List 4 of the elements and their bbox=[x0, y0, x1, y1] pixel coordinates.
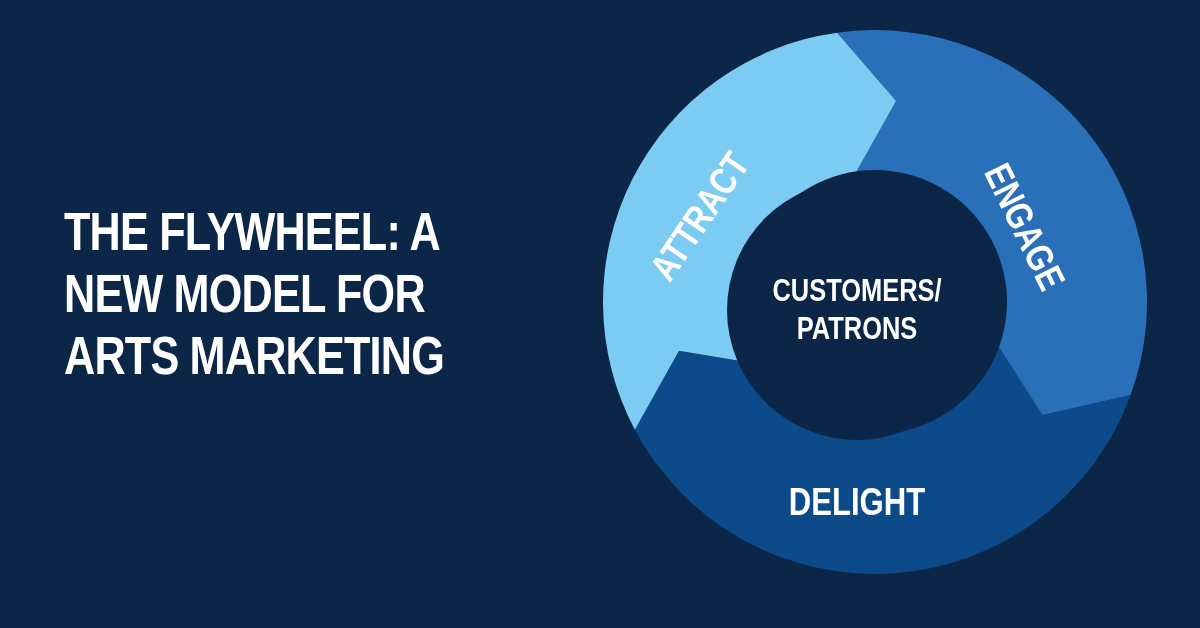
hub-label: CUSTOMERS/ PATRONS bbox=[771, 272, 943, 348]
arrow-segment bbox=[634, 347, 1131, 574]
title: THE FLYWHEEL: A NEW MODEL FOR ARTS MARKETING bbox=[64, 200, 445, 386]
segment-label: DELIGHT bbox=[788, 481, 926, 523]
